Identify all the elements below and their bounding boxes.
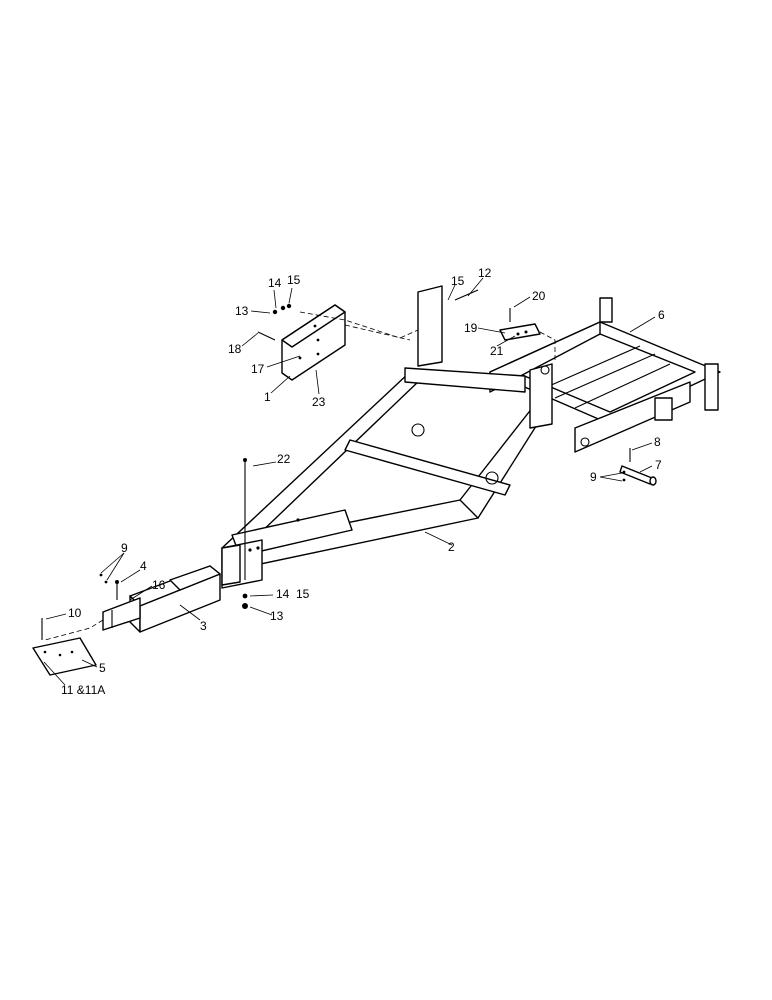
callout-18: 18 [228, 342, 242, 356]
callout-5: 5 [99, 661, 106, 675]
callout-17: 17 [251, 362, 265, 376]
callout-2: 2 [448, 540, 455, 554]
callout-6: 6 [658, 308, 665, 322]
hitch-plate [32, 637, 97, 676]
callout-8: 8 [654, 435, 661, 449]
callout-4: 4 [140, 559, 147, 573]
callout-19: 19 [464, 321, 478, 335]
leader-lines [43, 277, 656, 686]
callout-21: 21 [490, 344, 504, 358]
callout-15-top: 15 [287, 273, 301, 287]
rear-toolbar-frame [489, 297, 721, 453]
callout-10: 10 [68, 606, 82, 620]
hardware [41, 289, 657, 640]
callout-labels: 14 15 13 18 17 1 23 15 12 20 19 21 6 8 7… [61, 266, 665, 697]
callout-16: 16 [152, 578, 166, 592]
main-a-frame [221, 285, 553, 589]
callout-22: 22 [277, 452, 291, 466]
callout-12: 12 [478, 266, 492, 280]
clevis-bracket [102, 597, 141, 631]
callout-3: 3 [200, 619, 207, 633]
callout-23: 23 [312, 395, 326, 409]
callout-9-left: 9 [121, 541, 128, 555]
callout-9-right: 9 [590, 470, 597, 484]
callout-15-mid: 15 [451, 274, 465, 288]
callout-7: 7 [655, 458, 662, 472]
callout-14-bottom: 14 [276, 587, 290, 601]
callout-20: 20 [532, 289, 546, 303]
callout-11-11a: 11 &11A [61, 683, 105, 697]
callout-15-bottom: 15 [296, 587, 310, 601]
callout-14-top: 14 [268, 276, 282, 290]
callout-1: 1 [264, 390, 271, 404]
callout-13-bottom: 13 [270, 609, 284, 623]
assembly-lines [44, 311, 556, 641]
mounting-plate [281, 304, 346, 381]
callout-13-top: 13 [235, 304, 249, 318]
